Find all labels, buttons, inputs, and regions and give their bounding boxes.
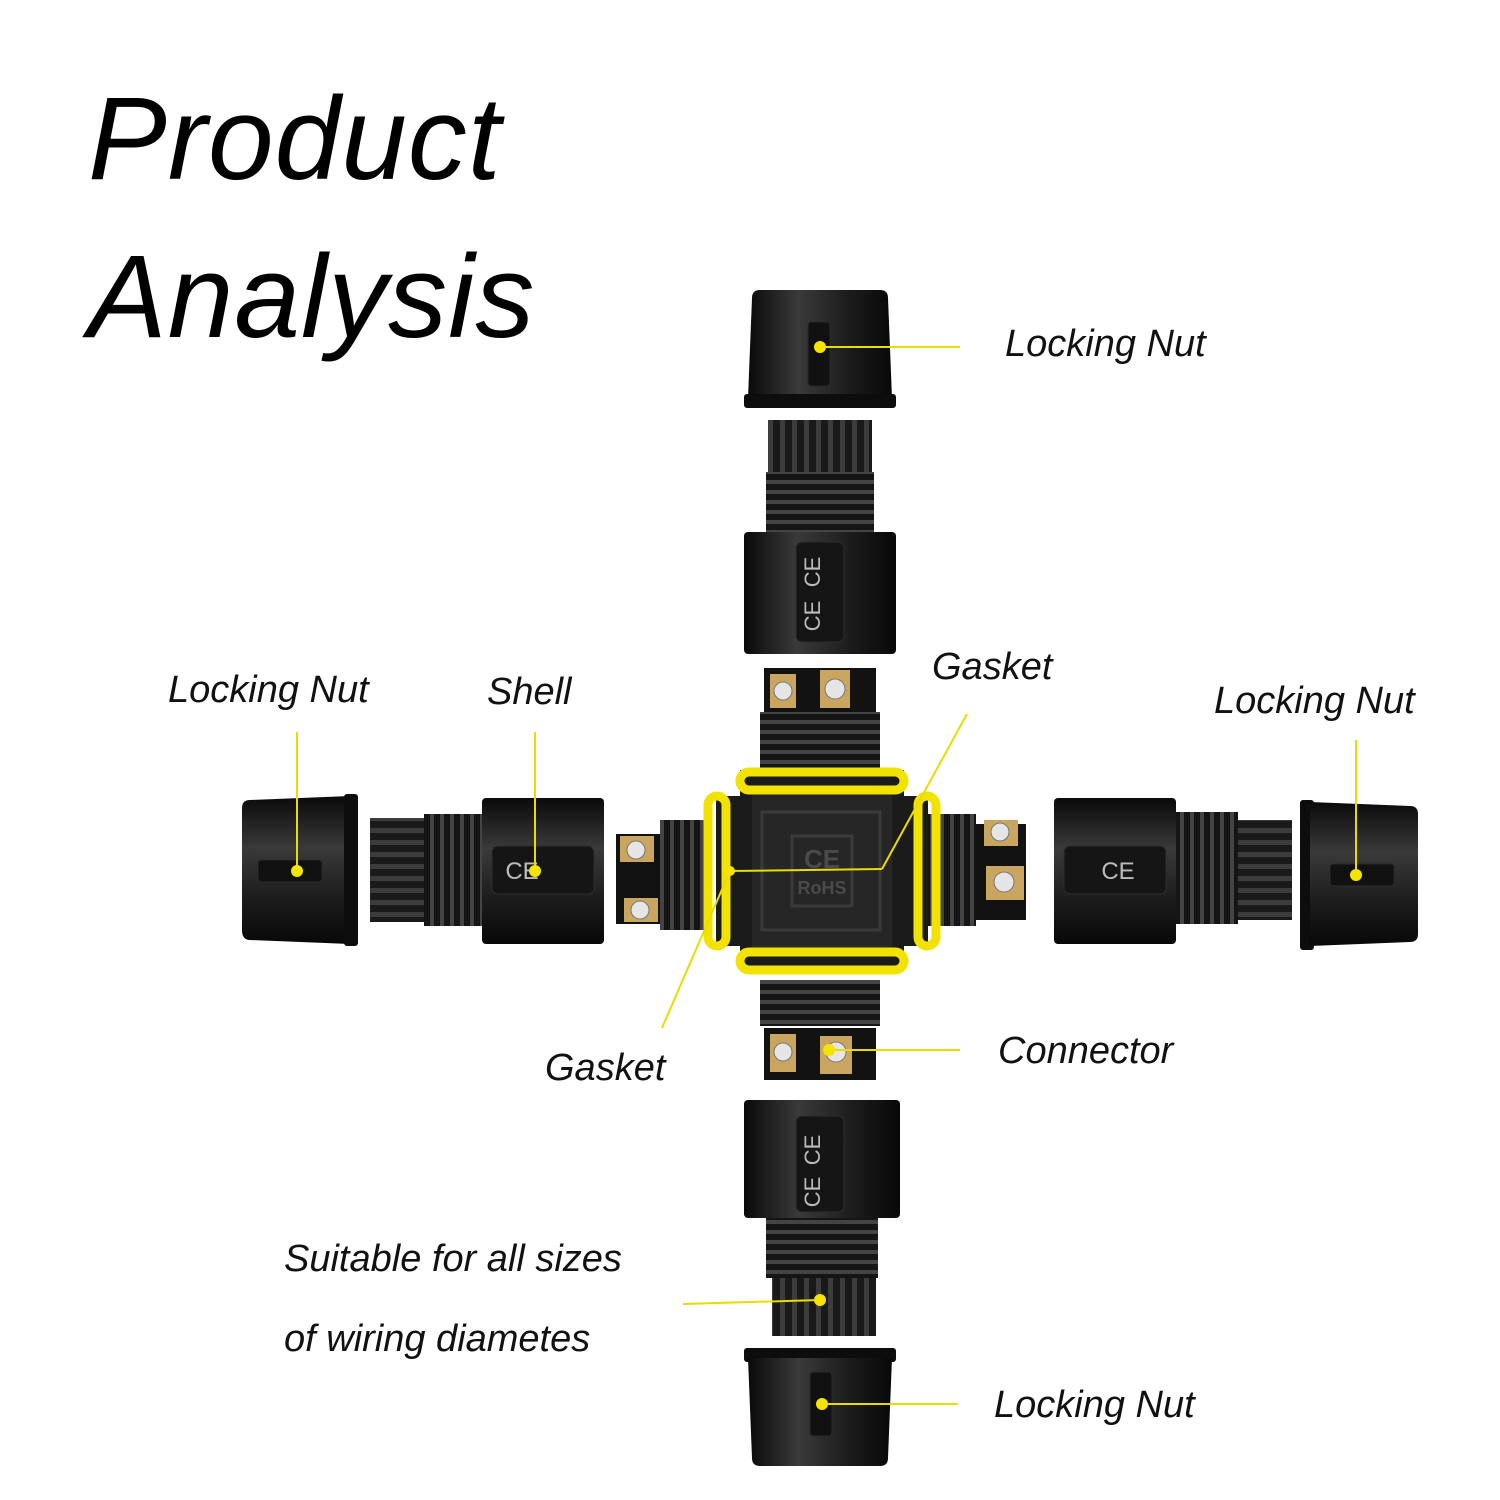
label-connector: Connector [998, 1030, 1174, 1072]
label-locking-nut-left: Locking Nut [168, 669, 369, 711]
label-suitable-line-2: of wiring diametes [284, 1318, 591, 1360]
top-cable-gland [766, 420, 874, 534]
svg-text:CE: CE [800, 1177, 825, 1208]
leader-lines [296, 346, 1357, 1405]
left-shell: CE [482, 798, 604, 944]
label-suitable-line-1: Suitable for all sizes [284, 1238, 622, 1280]
label-gasket-bottom: Gasket [545, 1047, 666, 1089]
svg-text:CE: CE [800, 601, 825, 632]
label-locking-nut-bottom: Locking Nut [994, 1384, 1195, 1426]
label-gasket-top: Gasket [932, 646, 1053, 688]
right-connector-block [920, 814, 1026, 926]
title-line-2: Analysis [88, 231, 536, 363]
top-shell: CE CE [744, 532, 896, 654]
left-cable-gland [370, 814, 484, 926]
svg-text:CE: CE [800, 1135, 825, 1166]
svg-text:CE: CE [1101, 858, 1134, 885]
right-shell: CE [1054, 798, 1176, 944]
bottom-connector-block [760, 980, 880, 1080]
center-rohs-mark: RoHS [798, 878, 847, 898]
title-line-1: Product [88, 73, 502, 205]
top-connector-block [760, 668, 880, 770]
right-cable-gland [1176, 812, 1292, 924]
bottom-cable-gland [766, 1218, 878, 1336]
label-locking-nut-top: Locking Nut [1005, 323, 1206, 365]
bottom-shell: CE CE [744, 1100, 900, 1218]
label-shell: Shell [487, 671, 572, 713]
svg-text:CE: CE [800, 557, 825, 588]
leader-dots [291, 341, 1362, 1410]
label-locking-nut-right: Locking Nut [1214, 680, 1415, 722]
left-connector-block [616, 820, 712, 930]
